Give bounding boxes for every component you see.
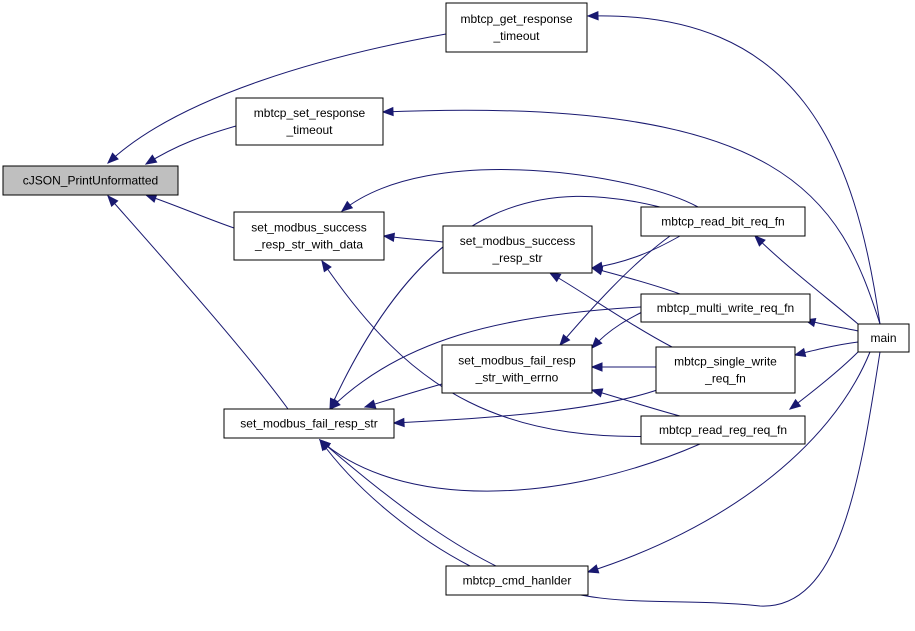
arrowhead-succ-to-succ_data (382, 232, 396, 243)
graph-arrowheads (107, 10, 817, 574)
node-cmd[interactable]: mbtcp_cmd_hanlder (445, 565, 589, 596)
node-label-line: _str_with_errno (475, 371, 559, 385)
node-label-line: set_modbus_fail_resp (458, 354, 576, 368)
arrowhead-main-to-get_timeout (586, 10, 599, 21)
node-label-line: mbtcp_single_write (674, 355, 777, 369)
node-box (233, 211, 385, 261)
graph-nodes: cJSON_PrintUnformatted mbtcp_get_response… (2, 2, 910, 596)
node-label-line: mbtcp_multi_write_req_fn (657, 301, 794, 315)
node-cjson[interactable]: cJSON_PrintUnformatted (2, 165, 179, 196)
node-label-line: _timeout (285, 123, 333, 137)
node-succ[interactable]: set_modbus_success _resp_str (442, 225, 593, 274)
arrowhead-main-to-read_reg (788, 398, 802, 410)
edge-fail-to-cjson (107, 195, 289, 410)
arrowhead-single_write-to-fail (392, 417, 405, 428)
node-label-line: mbtcp_get_response (460, 12, 572, 26)
arrowhead-set_timeout-to-cjson (144, 154, 158, 165)
edge-single_write-to-fail (393, 388, 661, 424)
edge-main-to-set_timeout (382, 109, 881, 325)
node-box (640, 415, 806, 445)
node-label-line: cJSON_PrintUnformatted (23, 174, 158, 188)
arrowhead-read_bit-to-succ_data (340, 200, 354, 212)
node-box (223, 408, 395, 439)
node-multi-write[interactable]: mbtcp_multi_write_req_fn (640, 293, 811, 323)
node-box (235, 97, 384, 146)
edge-main-to-cmd (587, 351, 871, 573)
edge-fail_errno-to-fail (364, 383, 443, 408)
node-box (2, 165, 179, 196)
edge-single_write-to-succ (549, 272, 673, 348)
arrowhead-main-to-cmd (586, 564, 600, 574)
node-label-line: mbtcp_set_response (254, 106, 366, 120)
arrowhead-fail-to-cjson (107, 194, 119, 208)
node-label-line: mbtcp_read_bit_req_fn (661, 215, 784, 229)
edge-succ_data-to-cjson (145, 194, 235, 229)
edge-main-to-read_bit (754, 235, 859, 325)
node-read-bit[interactable]: mbtcp_read_bit_req_fn (640, 206, 806, 237)
edge-read_reg-to-fail (319, 439, 701, 492)
node-fail-errno[interactable]: set_modbus_fail_resp _str_with_errno (441, 344, 593, 394)
node-label-line: _resp_str (491, 251, 542, 265)
arrowhead-single_write-to-fail_errno (590, 362, 603, 372)
arrowhead-succ_data-to-cjson (144, 193, 158, 203)
arrowhead-main-to-fail (318, 439, 332, 451)
arrowhead-read_reg-to-succ_data (321, 259, 332, 273)
edge-read_bit-to-fail_errno (559, 235, 671, 346)
edge-main-to-get_timeout (587, 15, 881, 325)
node-box (857, 323, 910, 353)
arrowhead-read_bit-to-fail_errno (559, 333, 571, 347)
edge-read_reg-to-succ_data (321, 260, 699, 437)
arrowhead-get_timeout-to-cjson (107, 152, 119, 164)
edge-read_bit-to-succ (591, 235, 681, 269)
node-label-line: main (870, 331, 896, 345)
node-label-line: set_modbus_fail_resp_str (240, 417, 377, 431)
node-box (655, 346, 796, 394)
node-label-line: _resp_str_with_data (254, 238, 363, 252)
edge-multi_write-to-succ (591, 267, 681, 295)
node-box (640, 206, 806, 237)
arrowhead-multi_write-to-fail_errno (591, 337, 603, 350)
node-main[interactable]: main (857, 323, 910, 353)
node-label-line: _req_fn (704, 372, 746, 386)
arrowhead-main-to-single_write (793, 347, 807, 358)
arrowhead-multi_write-to-fail (329, 398, 341, 410)
node-get-timeout[interactable]: mbtcp_get_response _timeout (445, 2, 588, 53)
arrowhead-multi_write-to-succ (590, 266, 604, 276)
edge-set_timeout-to-cjson (145, 125, 237, 165)
node-succ-data[interactable]: set_modbus_success _resp_str_with_data (233, 211, 385, 261)
node-box (441, 344, 593, 394)
arrowhead-main-to-set_timeout (381, 106, 394, 117)
node-label-line: set_modbus_success (251, 221, 366, 235)
node-box (442, 225, 593, 274)
arrowhead-main-to-read_bit (754, 235, 766, 247)
edge-cmd-to-fail (319, 439, 471, 567)
arrowhead-read_reg-to-fail_errno (590, 388, 604, 398)
node-label-line: mbtcp_cmd_hanlder (463, 574, 572, 588)
arrowhead-fail_errno-to-fail (363, 399, 377, 409)
node-box (640, 293, 811, 323)
edge-get_timeout-to-cjson (107, 33, 447, 164)
node-label-line: mbtcp_read_reg_req_fn (659, 423, 787, 437)
edge-read_bit-to-succ_data (341, 169, 699, 212)
node-set-timeout[interactable]: mbtcp_set_response _timeout (235, 97, 384, 146)
node-box (445, 2, 588, 53)
arrowhead-single_write-to-succ (548, 272, 562, 283)
edge-read_bit-to-fail (329, 195, 661, 410)
node-label-line: _timeout (492, 29, 540, 43)
node-label-line: set_modbus_success (460, 234, 575, 248)
edge-main-to-read_reg (789, 351, 859, 410)
edge-multi_write-to-fail (329, 306, 642, 410)
node-box (445, 565, 589, 596)
node-read-reg[interactable]: mbtcp_read_reg_req_fn (640, 415, 806, 445)
edge-main-to-fail (319, 351, 881, 607)
node-single-write[interactable]: mbtcp_single_write _req_fn (655, 346, 796, 394)
node-fail[interactable]: set_modbus_fail_resp_str (223, 408, 395, 439)
